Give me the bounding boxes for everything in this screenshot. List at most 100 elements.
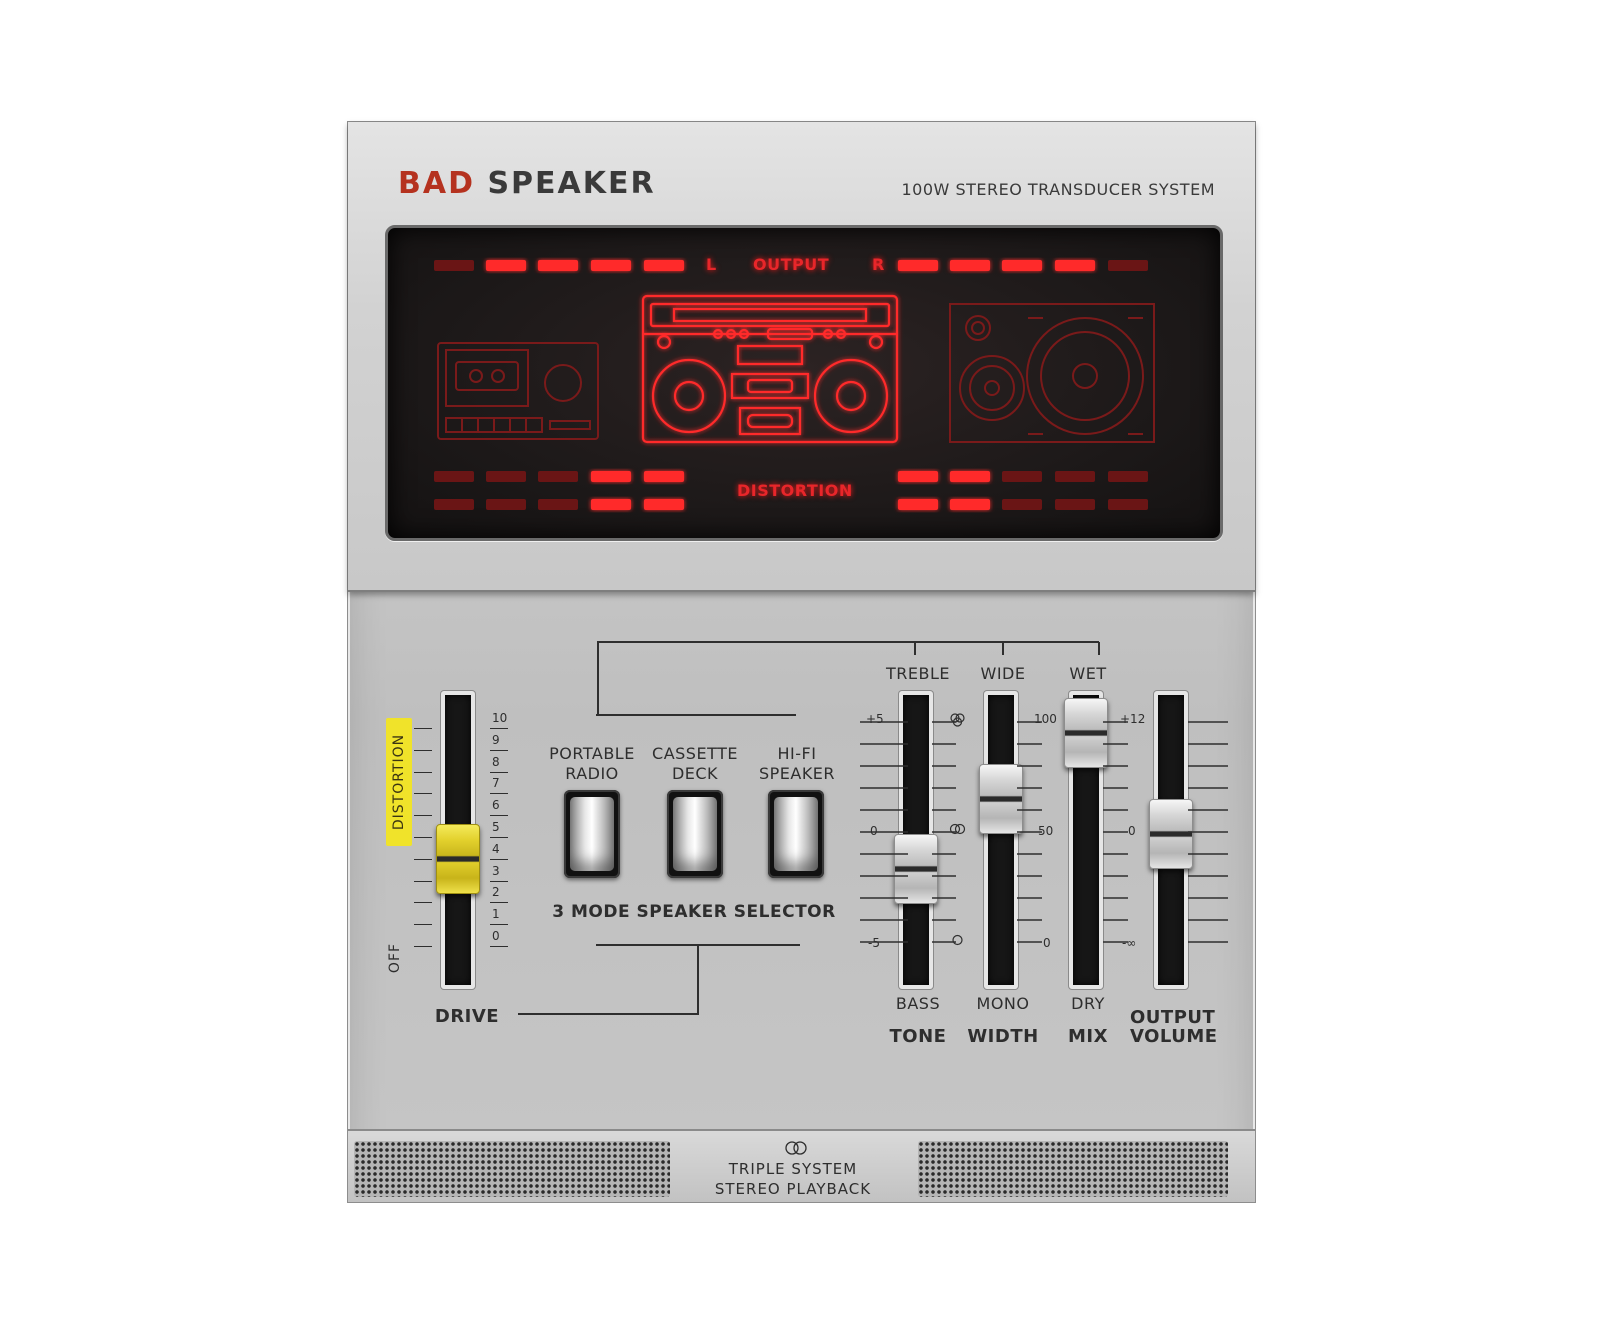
distortion-meter-right-segment [898, 471, 938, 482]
distortion-meter-right-segment [1055, 499, 1095, 510]
brand-bad: BAD [398, 166, 475, 201]
drive-scale-number: 8 [492, 754, 500, 769]
drive-scale-number: 10 [492, 711, 508, 725]
drive-scale-number: 6 [492, 798, 500, 813]
distortion-meter-left-segment [644, 499, 684, 510]
mix-scale-bot: 0 [1043, 936, 1051, 950]
drive-scale-tick [414, 728, 432, 729]
drive-scale-number: 2 [492, 885, 500, 900]
led-meters [434, 260, 1148, 510]
output-label-line1: OUTPUT [1130, 1007, 1216, 1028]
width-label: WIDTH [967, 1026, 1039, 1047]
output-meter-left-segment [486, 260, 526, 271]
drive-scale-number: 5 [492, 820, 500, 834]
mode-cassette-line2: DECK [671, 764, 719, 783]
drive-scale-tick [414, 837, 432, 838]
width-slider-track[interactable] [984, 691, 1018, 989]
drive-scale-tick [490, 728, 508, 729]
drive-label: DRIVE [434, 1006, 500, 1027]
drive-scale-tick [414, 815, 432, 817]
footer-line1: TRIPLE SYSTEM [728, 1160, 858, 1178]
drive-scale-tick [490, 902, 508, 904]
mode-cassette-deck-label: CASSETTE DECK [649, 744, 741, 784]
distortion-display-label: DISTORTION [737, 481, 853, 500]
distortion-meter-left-segment [486, 471, 526, 482]
hifi-speaker-switch[interactable] [768, 790, 824, 878]
mode-hifi-speaker-label: HI-FI SPEAKER [751, 744, 843, 784]
output-meter-left-segment [538, 260, 578, 271]
mode-hifi-line2: SPEAKER [758, 764, 836, 783]
cassette-deck-switch[interactable] [667, 790, 723, 878]
tone-bottom-label: BASS [895, 994, 941, 1013]
mix-label: MIX [1068, 1026, 1108, 1047]
output-meter-left-segment [591, 260, 631, 271]
output-meter-right-segment [1055, 260, 1095, 271]
drive-scale-tick [490, 880, 508, 882]
output-scale-mid: 0 [1128, 824, 1136, 838]
speaker-selector-title: 3 MODE SPEAKER SELECTOR [552, 902, 836, 922]
distortion-tag: DISTORTION [386, 718, 412, 846]
drive-scale-tick [414, 858, 432, 860]
tone-top-label: TREBLE [886, 664, 950, 683]
output-slider-thumb[interactable] [1149, 799, 1193, 869]
drive-scale-number: 1 [492, 907, 500, 922]
drive-scale-tick [414, 924, 432, 926]
mix-bottom-label: DRY [1071, 994, 1105, 1013]
drive-scale-tick [414, 902, 432, 904]
bad-speaker-plugin: BAD SPEAKER 100W STEREO TRANSDUCER SYSTE… [347, 121, 1256, 1203]
drive-scale-tick [414, 771, 432, 773]
output-meter-right-segment [1108, 260, 1148, 271]
width-top-label: WIDE [980, 664, 1026, 683]
mode-hifi-line1: HI-FI [777, 744, 817, 763]
tone-scale-mid: 0 [870, 824, 878, 838]
portable-radio-switch[interactable] [564, 790, 620, 878]
width-slider-thumb[interactable] [979, 764, 1023, 834]
distortion-meter-right-segment [950, 499, 990, 510]
footer-text: TRIPLE SYSTEM STEREO PLAYBACK [693, 1159, 893, 1199]
connector-lines [518, 641, 1100, 1015]
distortion-meter-left-segment [538, 499, 578, 510]
drive-scale-number: 7 [492, 776, 500, 791]
drive-scale-number: 3 [492, 863, 500, 878]
right-speaker-grille [918, 1141, 1228, 1197]
right-channel-label: R [872, 255, 885, 274]
output-volume-label: OUTPUT VOLUME [1130, 1007, 1217, 1046]
distortion-meter-left-segment [434, 499, 474, 510]
mode-cassette-line1: CASSETTE [652, 744, 738, 763]
left-channel-label: L [706, 255, 717, 274]
cassette-deck-switch-face [673, 797, 717, 871]
tagline: 100W STEREO TRANSDUCER SYSTEM [901, 180, 1215, 199]
tone-scale-bot: -5 [868, 936, 880, 950]
mode-portable-radio-label: PORTABLE RADIO [546, 744, 638, 784]
drive-scale-number: 9 [492, 732, 500, 747]
drive-scale-number: 4 [492, 841, 500, 856]
footer-strip: TRIPLE SYSTEM STEREO PLAYBACK [348, 1129, 1255, 1202]
mix-top-label: WET [1069, 664, 1107, 683]
drive-scale-tick [414, 880, 432, 882]
mix-scale-mid: 50 [1038, 824, 1054, 838]
output-meter-right-segment [898, 260, 938, 271]
width-bottom-label: MONO [976, 994, 1030, 1013]
drive-slider-thumb[interactable] [436, 823, 480, 894]
distortion-meter-right-segment [950, 471, 990, 482]
drive-scale-tick [490, 858, 508, 860]
drive-scale-tick [490, 837, 508, 838]
output-meter-left-segment [434, 260, 474, 271]
drive-scale-number: 0 [492, 929, 500, 943]
distortion-meter-left-segment [591, 471, 631, 482]
distortion-meter-left-segment [434, 471, 474, 482]
hifi-speaker-switch-face [774, 797, 818, 871]
mix-slider-thumb[interactable] [1064, 698, 1108, 768]
distortion-meter-left-segment [538, 471, 578, 482]
hifi-speaker-icon [949, 303, 1155, 443]
portable-radio-switch-face [570, 797, 614, 871]
distortion-meter-right-segment [1108, 499, 1148, 510]
distortion-meter-right-segment [1002, 499, 1042, 510]
distortion-meter-right-segment [1055, 471, 1095, 482]
distortion-meter-right-segment [1108, 471, 1148, 482]
drive-scale-tick [490, 815, 508, 817]
triple-system-icon [785, 1141, 807, 1155]
distortion-meter-left-segment [591, 499, 631, 510]
tone-slider-thumb[interactable] [894, 834, 938, 904]
drive-scale-tick [490, 924, 508, 926]
